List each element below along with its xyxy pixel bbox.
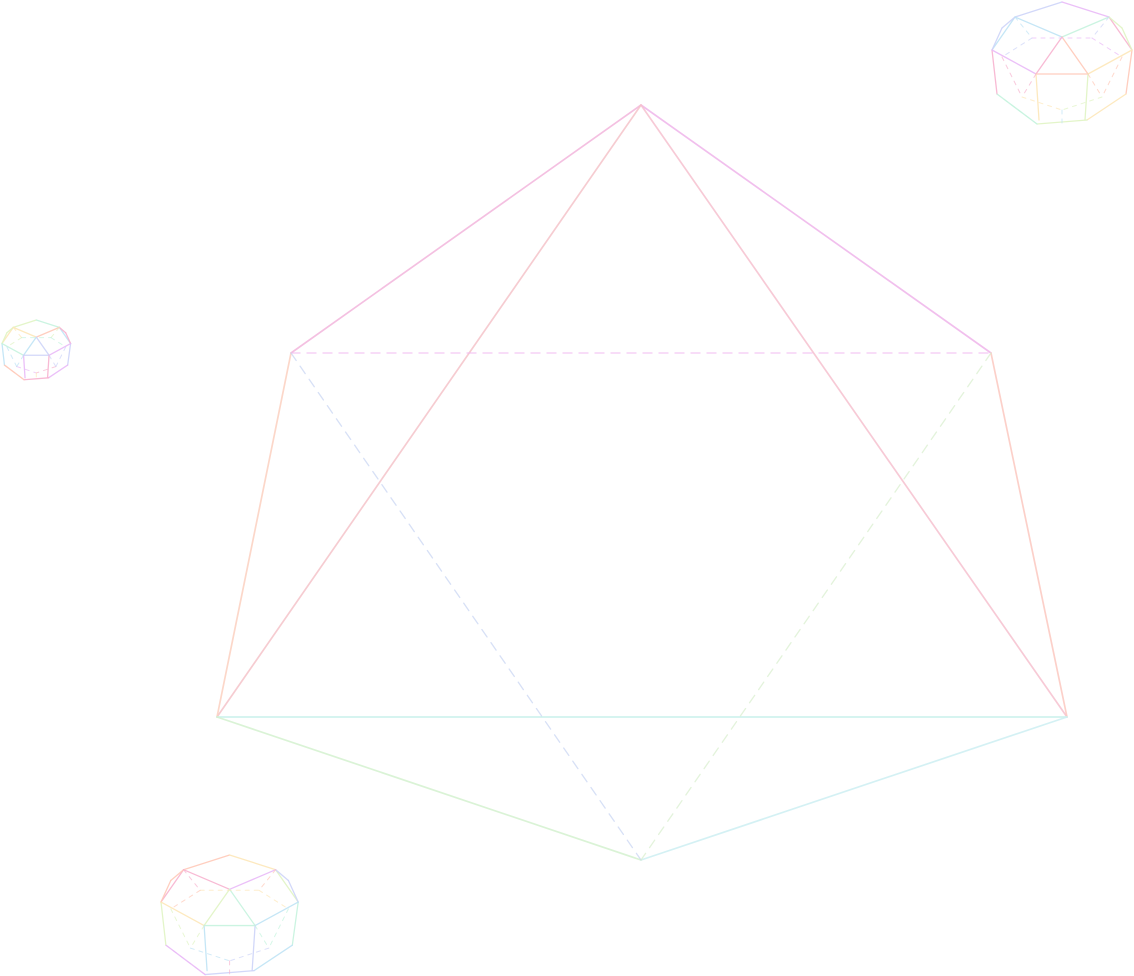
background: [0, 0, 1134, 976]
wireframe-canvas: [0, 0, 1134, 976]
